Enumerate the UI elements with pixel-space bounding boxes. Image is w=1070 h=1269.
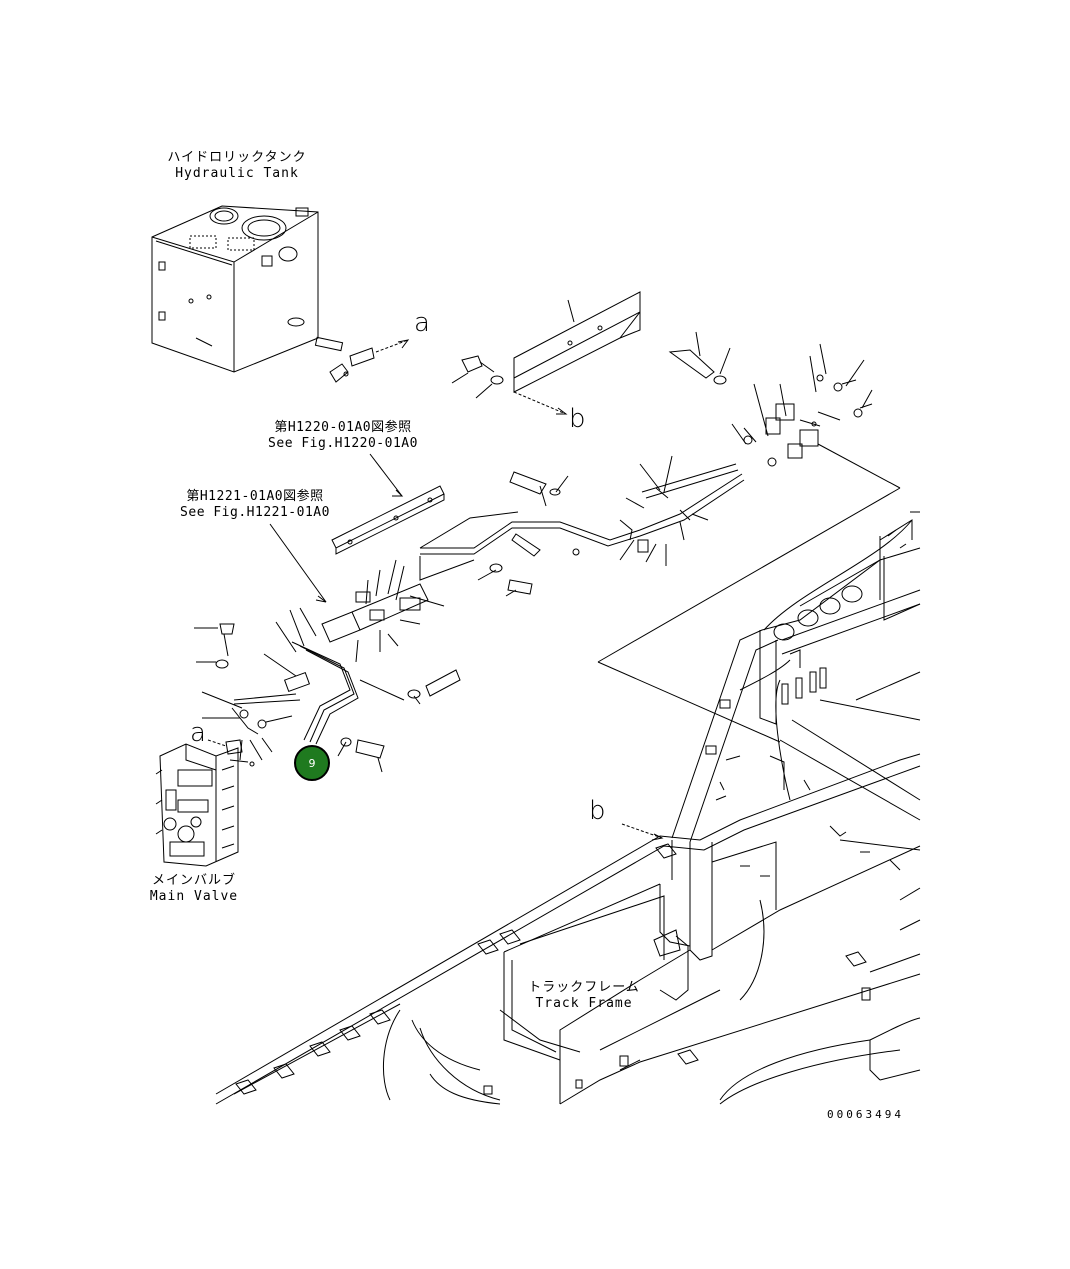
hydraulic-tank-label-en: Hydraulic Tank (175, 166, 299, 181)
track-frame-label: トラックフレーム Track Frame (526, 980, 642, 1012)
part-callout-9[interactable]: 9 (294, 745, 330, 781)
hydraulic-tank-label: ハイドロリックタンク Hydraulic Tank (164, 150, 310, 182)
detail-leader-line (597, 487, 901, 663)
see-fig-h1221-en: See Fig.H1221-01A0 (180, 505, 330, 520)
right-clamp-assembly-drawing (668, 331, 901, 489)
h1220-bracket-drawing (331, 453, 445, 555)
connection-letter-a-valve: a (190, 718, 206, 748)
track-frame-label-en: Track Frame (535, 996, 633, 1011)
track-frame-drawing (215, 511, 921, 1105)
see-fig-h1220-reference: 第H1220-01A0図参照 See Fig.H1220-01A0 (258, 420, 428, 452)
connection-letter-b-bracket: b (569, 404, 586, 434)
part-callout-number: 9 (308, 756, 316, 770)
see-fig-h1220-en: See Fig.H1220-01A0 (268, 436, 418, 451)
main-valve-label-jp: メインバルブ (151, 873, 236, 888)
track-frame-label-jp: トラックフレーム (528, 980, 640, 995)
main-valve-label-en: Main Valve (149, 889, 239, 904)
document-number: 00063494 (827, 1108, 904, 1121)
see-fig-h1221-jp: 第H1221-01A0図参照 (186, 489, 324, 504)
hydraulic-tank-drawing (151, 205, 319, 373)
connection-letter-a-tank: a (414, 308, 430, 338)
detail-leader-line-2 (597, 661, 781, 743)
connection-letter-b-frame: b (589, 796, 606, 826)
see-fig-h1220-jp: 第H1220-01A0図参照 (274, 420, 412, 435)
main-valve-drawing (155, 743, 239, 867)
h1221-block-drawing (263, 523, 461, 745)
tank-fittings-drawing (314, 336, 410, 383)
hydraulic-tank-label-jp: ハイドロリックタンク (167, 150, 307, 165)
main-valve-label: メインバルブ Main Valve (140, 873, 248, 905)
see-fig-h1221-reference: 第H1221-01A0図参照 See Fig.H1221-01A0 (170, 489, 340, 521)
upper-bracket-drawing (451, 291, 641, 415)
hose-run-drawing (419, 455, 745, 597)
left-bolt-stack-drawing (194, 623, 385, 773)
